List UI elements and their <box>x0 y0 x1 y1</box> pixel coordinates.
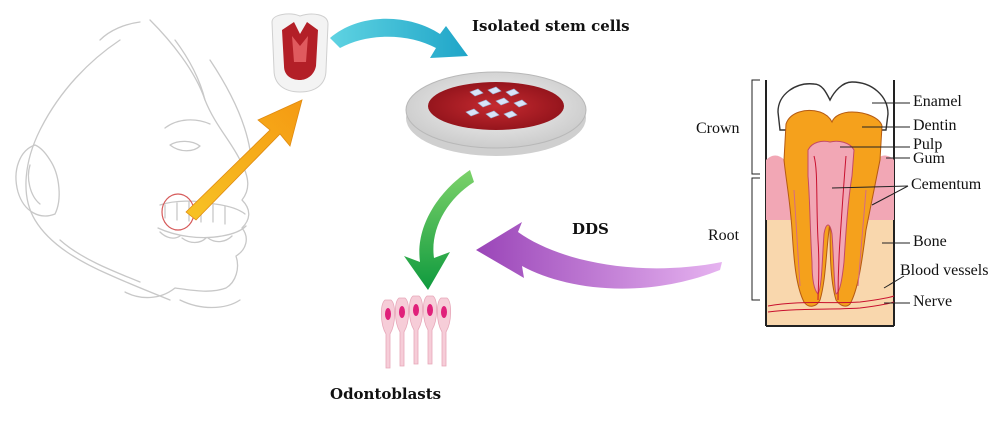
yellow-arrow <box>185 99 303 221</box>
cementum-label: Cementum <box>911 176 982 193</box>
extracted-tooth-icon <box>271 13 329 93</box>
dentin-label: Dentin <box>913 117 957 134</box>
enamel-label: Enamel <box>913 93 962 110</box>
odontoblasts-icon <box>380 295 452 369</box>
face-sketch <box>15 19 251 309</box>
purple-arrow <box>476 222 722 289</box>
isolated-stem-cells-label: Isolated stem cells <box>472 17 630 35</box>
petri-dish-icon <box>405 71 587 156</box>
cyan-arrow <box>330 18 468 58</box>
blood-vessels-label: Blood vessels <box>900 262 989 279</box>
pulp-label: Pulp <box>913 136 943 153</box>
crown-label: Crown <box>696 120 740 137</box>
bone-label: Bone <box>913 233 947 250</box>
nerve-label: Nerve <box>913 293 953 310</box>
root-label: Root <box>708 227 740 244</box>
green-arrow <box>404 170 474 290</box>
tooth-anatomy-diagram <box>751 79 910 327</box>
gum-label: Gum <box>913 150 945 167</box>
dds-label: DDS <box>572 220 609 238</box>
odontoblasts-label: Odontoblasts <box>330 385 442 403</box>
